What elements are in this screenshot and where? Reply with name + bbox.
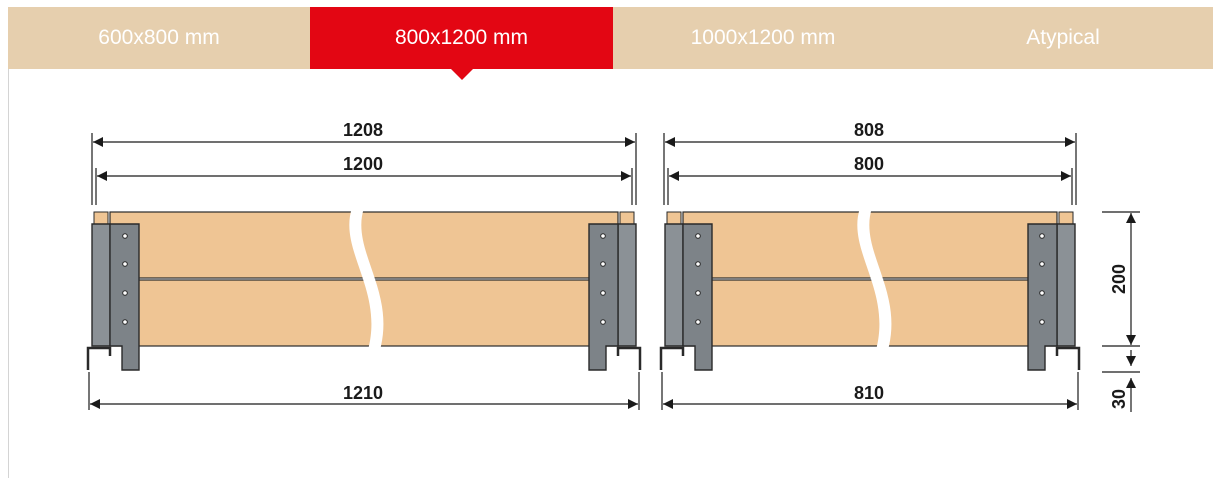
- tab-label: 800x1200 mm: [394, 26, 529, 49]
- height-label: 200: [1109, 264, 1129, 294]
- long-side-board: 1208 1200: [86, 120, 642, 410]
- tab-800x1200[interactable]: 800x1200 mm: [310, 7, 613, 80]
- hinge-right: [1027, 223, 1076, 371]
- long-side-outer-dimension: 1208: [91, 120, 637, 205]
- short-side-board: 808 800: [659, 120, 1081, 410]
- long-side-inner-dimension: 1200: [95, 154, 633, 205]
- short-side-bottom-dimension: 810: [661, 372, 1079, 410]
- foot-height-dimension: 30: [1102, 350, 1140, 412]
- tab-1000x1200[interactable]: 1000x1200 mm: [613, 7, 913, 69]
- active-tab-indicator: [450, 69, 473, 80]
- short-inner-length-label: 800: [854, 154, 884, 174]
- short-side-inner-dimension: 800: [667, 154, 1073, 205]
- tab-label: 600x800 mm: [98, 26, 220, 49]
- long-inner-length-label: 1200: [343, 154, 383, 174]
- tab-label: 1000x1200 mm: [690, 26, 836, 49]
- short-side-outer-dimension: 808: [663, 120, 1077, 205]
- hinge-left: [664, 223, 713, 371]
- content-frame-border: [8, 68, 9, 478]
- tab-600x800[interactable]: 600x800 mm: [8, 7, 310, 69]
- height-dimension: 200: [1102, 211, 1140, 347]
- tab-atypical[interactable]: Atypical: [913, 7, 1213, 69]
- size-tab-bar: 600x800 mm 800x1200 mm 1000x1200 mm Atyp…: [8, 7, 1213, 80]
- short-bottom-length-label: 810: [854, 383, 884, 403]
- hinge-right: [588, 223, 637, 371]
- tab-label: Atypical: [1026, 26, 1100, 49]
- short-outer-length-label: 808: [854, 120, 884, 140]
- long-outer-length-label: 1208: [343, 120, 383, 140]
- foot-height-label: 30: [1109, 389, 1129, 409]
- long-side-bottom-dimension: 1210: [88, 372, 640, 410]
- long-bottom-length-label: 1210: [343, 383, 383, 403]
- hinge-left: [91, 223, 140, 371]
